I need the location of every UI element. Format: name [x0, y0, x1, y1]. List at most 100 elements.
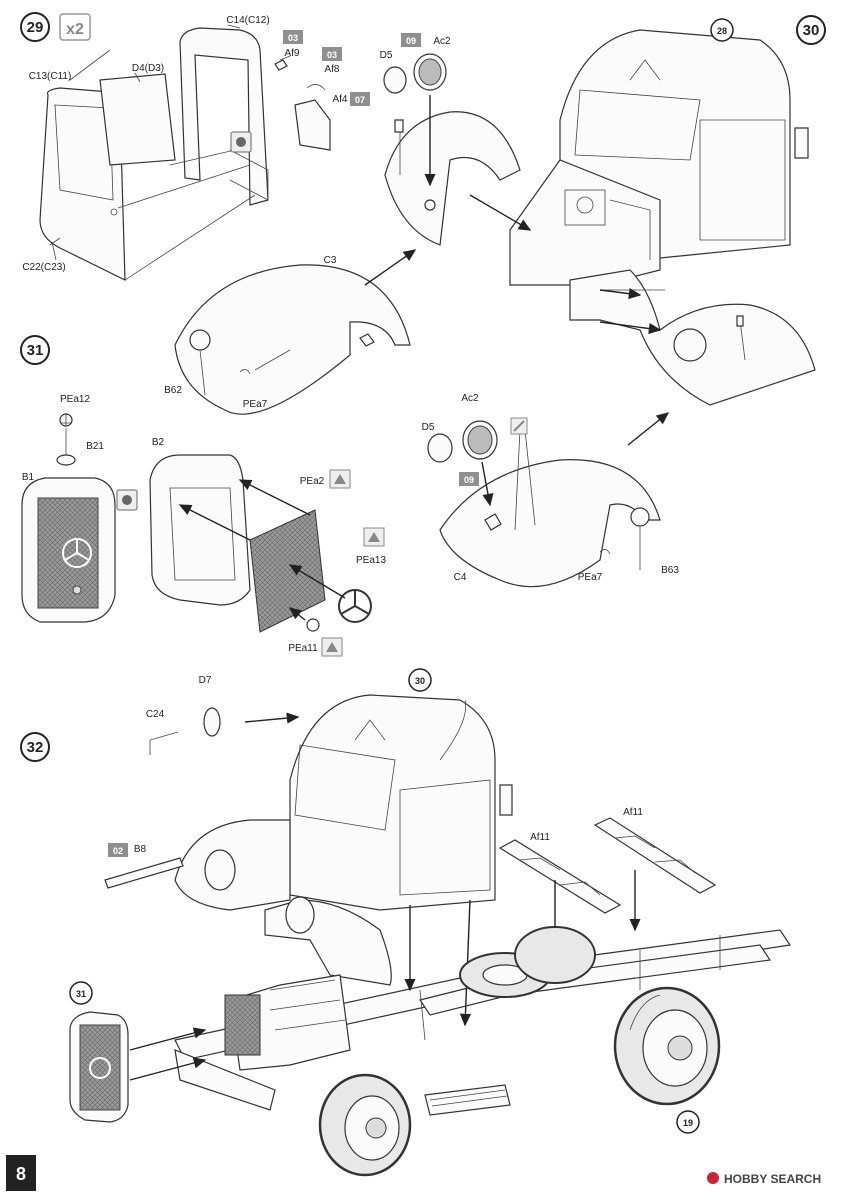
label-c24: C24 — [146, 709, 165, 720]
front-wheel — [318, 1073, 412, 1177]
svg-text:29: 29 — [27, 19, 44, 36]
svg-text:07: 07 — [355, 95, 365, 105]
arrow-c4-to-cab — [627, 412, 670, 446]
emblem-pea12 — [56, 413, 76, 466]
label-c4: C4 — [454, 572, 467, 583]
rod-part-b8 — [104, 857, 184, 889]
label-c14: C14(C12) — [226, 15, 269, 26]
etch-icon-pea13 — [363, 527, 385, 547]
star-part-pea13 — [288, 564, 372, 623]
step-31: 31 PEa12 B21 B1 B2 — [20, 335, 679, 657]
label-af9: Af9 — [284, 48, 299, 59]
glue-icon-29 — [230, 131, 252, 153]
label-b8: B8 — [134, 844, 147, 855]
headlight-ac2 — [383, 53, 447, 187]
label-pea12: PEa12 — [60, 394, 90, 405]
arrow-fender-to-cab — [469, 194, 532, 231]
color-chip-09b: 09 — [459, 472, 479, 486]
step-30-badge: 30 — [796, 15, 826, 45]
ref-badge-31: 31 — [69, 981, 93, 1005]
watermark: HOBBY SEARCH — [707, 1172, 821, 1186]
fender-right-30 — [569, 269, 816, 406]
frame-part-c14 — [179, 27, 269, 206]
multiplier-badge: x2 — [59, 13, 91, 41]
svg-text:31: 31 — [76, 989, 86, 999]
color-chip-02: 02 — [108, 843, 128, 857]
glass-part-d4 — [99, 73, 176, 166]
label-pea13: PEa13 — [356, 555, 386, 566]
spare-wheel — [459, 952, 551, 998]
etch-icon-pea11 — [321, 637, 343, 657]
label-b2: B2 — [152, 437, 165, 448]
svg-text:x2: x2 — [66, 21, 84, 38]
color-chip-09a: 09 — [401, 33, 421, 47]
svg-text:30: 30 — [803, 22, 820, 39]
svg-text:28: 28 — [717, 26, 727, 36]
label-c22: C22(C23) — [22, 262, 65, 273]
fender-part-c4 — [439, 429, 661, 588]
cab-assembly-32 — [289, 694, 513, 911]
step-29-badge: 29 — [20, 12, 50, 42]
label-d5b: D5 — [422, 422, 435, 433]
leader-lines-29 — [69, 24, 291, 281]
label-af4: Af4 — [332, 94, 347, 105]
label-af11a: Af11 — [530, 832, 550, 843]
step-32: 32 D7 C24 30 — [20, 668, 792, 1177]
page-number: 8 — [6, 1155, 36, 1191]
rear-wheel-inner — [514, 926, 596, 984]
color-chip-03a: 03 — [283, 30, 303, 44]
engine-block — [224, 974, 351, 1071]
label-ac2b: Ac2 — [461, 393, 479, 404]
svg-text:03: 03 — [288, 33, 298, 43]
label-pea7b: PEa7 — [578, 572, 603, 583]
svg-text:31: 31 — [27, 342, 44, 359]
ring-part-pea11 — [288, 607, 320, 632]
svg-text:09: 09 — [406, 36, 416, 46]
svg-text:03: 03 — [327, 50, 337, 60]
label-ac2a: Ac2 — [433, 36, 451, 47]
svg-text:8: 8 — [16, 1164, 26, 1184]
front-fenders-32 — [174, 819, 392, 986]
etch-icon-pea2 — [329, 469, 351, 489]
label-b63: B63 — [661, 565, 679, 576]
grille-ref-31 — [69, 1011, 207, 1123]
fender-left-30 — [384, 111, 521, 246]
grille-shell-b2 — [149, 454, 251, 606]
glue-icon-31 — [116, 489, 138, 511]
fender-part-c3: C3 B62 PEa7 — [164, 255, 411, 415]
label-c13: C13(C11) — [29, 71, 72, 82]
label-d5a: D5 — [380, 50, 393, 61]
cab-body-30 — [509, 29, 809, 286]
headlight-ac2-b — [427, 420, 498, 507]
label-b1: B1 — [22, 472, 35, 483]
label-af11b: Af11 — [623, 807, 643, 818]
label-d7: D7 — [199, 675, 212, 686]
arrow-c3-to-cab — [364, 249, 417, 286]
label-pea2: PEa2 — [300, 476, 325, 487]
svg-text:02: 02 — [113, 846, 123, 856]
bed-part-af11a — [498, 839, 622, 914]
step-31-badge: 31 — [20, 335, 50, 365]
label-pea11: PEa11 — [288, 643, 318, 654]
ref-badge-28: 28 — [710, 18, 734, 42]
grille-part-b1 — [21, 477, 116, 623]
step-32-badge: 32 — [20, 732, 50, 762]
label-d4: D4(D3) — [132, 63, 164, 74]
rear-wheel — [613, 986, 721, 1106]
mesh-part-pea2 — [178, 479, 326, 633]
svg-text:30: 30 — [415, 676, 425, 686]
svg-text:HOBBY SEARCH: HOBBY SEARCH — [724, 1172, 821, 1186]
label-b21: B21 — [86, 441, 104, 452]
step-board — [424, 1084, 511, 1116]
decal-icon — [510, 417, 528, 435]
c22-handle — [49, 237, 61, 261]
color-chip-07: 07 — [350, 92, 370, 106]
step-30: 30 D5 Ac2 09 — [380, 15, 826, 406]
label-af8: Af8 — [324, 64, 339, 75]
mirror-part-d7 — [149, 707, 300, 755]
svg-text:32: 32 — [27, 739, 44, 756]
ref-badge-19: 19 — [676, 1110, 700, 1134]
label-pea7a: PEa7 — [243, 399, 268, 410]
color-chip-03b: 03 — [322, 47, 342, 61]
